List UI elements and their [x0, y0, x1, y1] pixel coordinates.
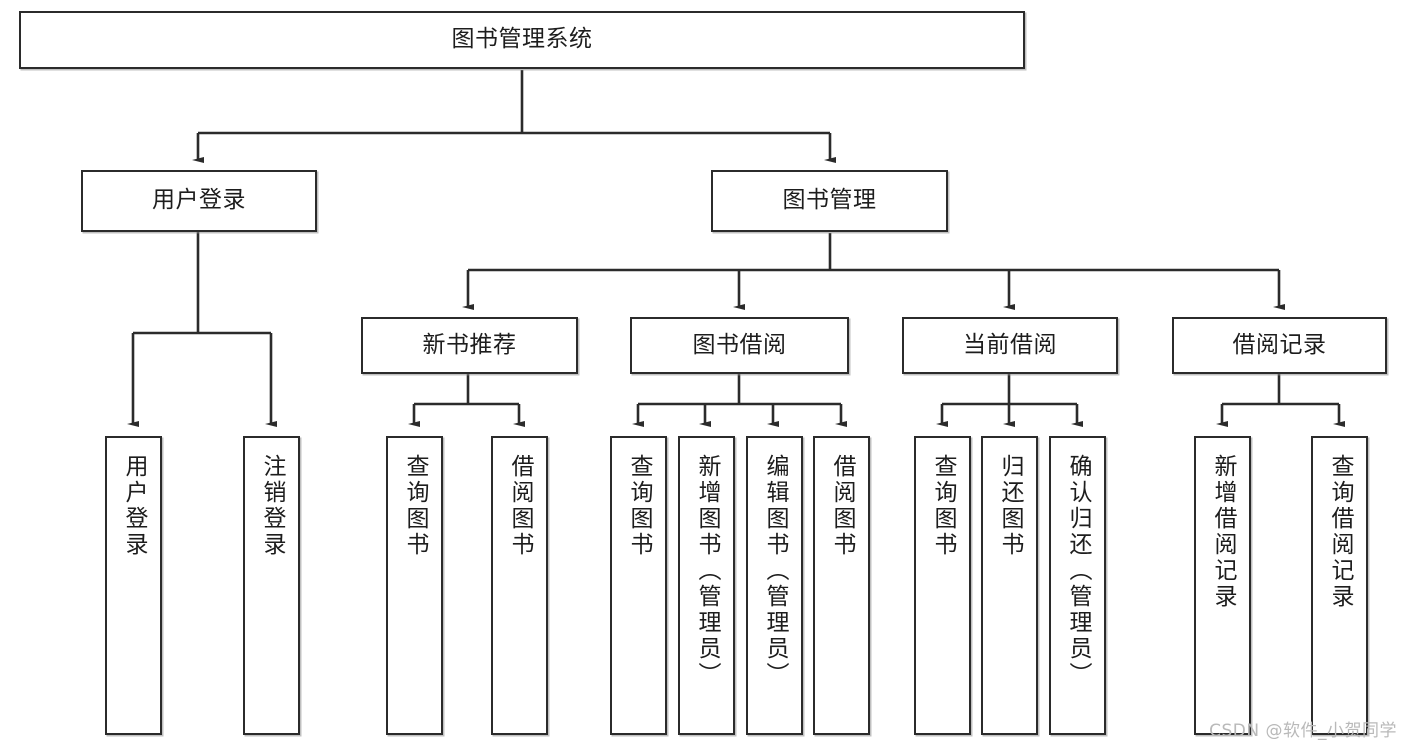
- leaf-user-login-logout[interactable]: 注销登录: [243, 436, 300, 735]
- node-label: 图书管理系统: [451, 26, 593, 53]
- leaf-current-borrow-return[interactable]: 归还图书: [981, 436, 1038, 735]
- node-label: 编辑图书（管理员）: [762, 454, 788, 688]
- node-label: 借阅图书: [507, 454, 533, 558]
- node-label: 新增借阅记录: [1210, 454, 1236, 610]
- node-user-login[interactable]: 用户登录: [81, 170, 317, 232]
- leaf-new-book-query[interactable]: 查询图书: [386, 436, 443, 735]
- node-label: 归还图书: [997, 454, 1023, 558]
- node-label: 借阅图书: [829, 454, 855, 558]
- leaf-borrow-record-query[interactable]: 查询借阅记录: [1311, 436, 1368, 735]
- leaf-book-borrow-edit[interactable]: 编辑图书（管理员）: [746, 436, 803, 735]
- node-book-management[interactable]: 图书管理: [711, 170, 948, 232]
- node-borrow-record[interactable]: 借阅记录: [1172, 317, 1387, 374]
- node-current-borrow[interactable]: 当前借阅: [902, 317, 1118, 374]
- leaf-book-borrow-query[interactable]: 查询图书: [610, 436, 667, 735]
- node-label: 查询图书: [402, 454, 428, 558]
- node-label: 查询图书: [626, 454, 652, 558]
- node-label: 图书借阅: [692, 331, 787, 358]
- node-label: 确认归还（管理员）: [1065, 454, 1091, 688]
- node-label: 图书管理: [782, 187, 877, 214]
- node-label: 查询图书: [930, 454, 956, 558]
- node-label: 当前借阅: [963, 331, 1057, 358]
- leaf-new-book-borrow[interactable]: 借阅图书: [491, 436, 548, 735]
- node-book-borrow[interactable]: 图书借阅: [630, 317, 849, 374]
- node-label: 用户登录: [121, 454, 147, 558]
- leaf-current-borrow-query[interactable]: 查询图书: [914, 436, 971, 735]
- leaf-current-borrow-confirm-return[interactable]: 确认归还（管理员）: [1049, 436, 1106, 735]
- leaf-borrow-record-add[interactable]: 新增借阅记录: [1194, 436, 1251, 735]
- leaf-user-login-login[interactable]: 用户登录: [105, 436, 162, 735]
- node-label: 用户登录: [152, 187, 246, 214]
- csdn-watermark: CSDN @软件_小贺同学: [1209, 721, 1397, 741]
- node-new-book-recommend[interactable]: 新书推荐: [361, 317, 578, 374]
- node-label: 注销登录: [259, 454, 285, 558]
- leaf-book-borrow-borrow[interactable]: 借阅图书: [813, 436, 870, 735]
- node-label: 新书推荐: [422, 331, 517, 358]
- leaf-book-borrow-add[interactable]: 新增图书（管理员）: [678, 436, 735, 735]
- node-label: 查询借阅记录: [1327, 454, 1353, 610]
- node-label: 新增图书（管理员）: [694, 454, 720, 688]
- node-root-system[interactable]: 图书管理系统: [19, 11, 1025, 69]
- node-label: 借阅记录: [1232, 331, 1327, 358]
